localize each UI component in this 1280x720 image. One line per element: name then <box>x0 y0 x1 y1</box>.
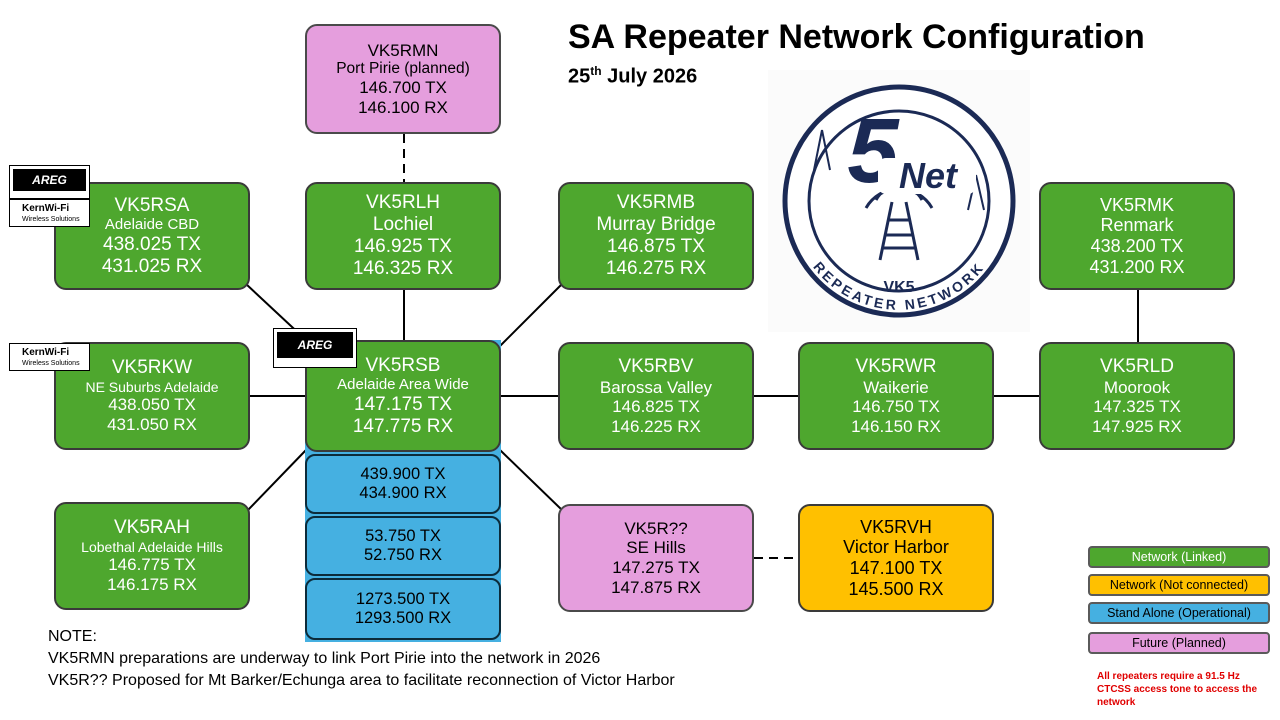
location: Port Pirie (planned) <box>336 60 470 78</box>
ctcss-note: All repeaters require a 91.5 Hz CTCSS ac… <box>1097 671 1258 708</box>
notes-line: VK5R?? Proposed for Mt Barker/Echunga ar… <box>48 672 675 689</box>
location: Waikerie <box>863 377 929 397</box>
rx-frequency: 147.925 RX <box>1092 416 1182 436</box>
tx-frequency: 147.100 TX <box>849 558 943 578</box>
repeater-vk5rmb: VK5RMB Murray Bridge 146.875 TX 146.275 … <box>558 182 754 290</box>
rx-frequency: 145.500 RX <box>848 578 944 599</box>
tx-frequency: 146.925 TX <box>354 236 452 257</box>
callsign: VK5RSB <box>365 354 441 376</box>
repeater-vk5rvh: VK5RVH Victor Harbor 147.100 TX 145.500 … <box>798 504 994 612</box>
legend-future: Future (Planned) <box>1088 632 1270 654</box>
logo-net-text: Net <box>899 155 959 196</box>
callsign: VK5RWR <box>855 355 937 377</box>
tx-frequency: 147.175 TX <box>354 393 452 415</box>
location: Adelaide Area Wide <box>337 376 469 394</box>
standalone-repeater: 439.900 TX 434.900 RX <box>305 454 501 514</box>
areg-logo: AREG <box>273 328 357 368</box>
notes-heading: NOTE: <box>48 628 97 645</box>
tx-frequency: 146.750 TX <box>852 397 940 417</box>
callsign: VK5R?? <box>624 518 688 538</box>
legend-standalone: Stand Alone (Operational) <box>1088 602 1270 624</box>
location: Murray Bridge <box>596 214 716 236</box>
tx-frequency: 439.900 TX <box>360 465 446 484</box>
location: SE Hills <box>626 538 686 558</box>
rx-frequency: 147.875 RX <box>611 577 701 597</box>
tx-frequency: 146.775 TX <box>108 555 196 575</box>
rx-frequency: 146.325 RX <box>352 257 454 279</box>
rx-frequency: 146.225 RX <box>611 416 701 436</box>
callsign: VK5RMN <box>367 40 439 60</box>
callsign: VK5RAH <box>113 517 191 539</box>
rx-frequency: 146.150 RX <box>851 416 941 436</box>
standalone-repeater: 53.750 TX 52.750 RX <box>305 516 501 576</box>
callsign: VK5RBV <box>618 355 694 377</box>
callsign: VK5RMB <box>616 192 696 214</box>
rx-frequency: 146.275 RX <box>605 257 707 279</box>
page-title: SA Repeater Network Configuration <box>568 18 1145 56</box>
location: Victor Harbor <box>843 537 949 558</box>
repeater-vk5rwr: VK5RWR Waikerie 146.750 TX 146.150 RX <box>798 342 994 450</box>
callsign: VK5RSA <box>114 194 190 216</box>
location: Renmark <box>1100 215 1174 236</box>
callsign: VK5RKW <box>111 357 193 379</box>
rx-frequency: 52.750 RX <box>364 546 442 564</box>
tx-frequency: 438.200 TX <box>1090 236 1184 256</box>
legend-linked: Network (Linked) <box>1088 546 1270 568</box>
logo-vk5-text: VK5 <box>883 279 914 296</box>
location: Lobethal Adelaide Hills <box>81 539 223 556</box>
vk5-repeater-network-logo: 5 Net VK5 REPEATER NETWORK <box>768 70 1030 332</box>
link-rsb-rqq <box>499 449 563 511</box>
callsign: VK5RMK <box>1099 194 1175 215</box>
repeater-vk5rmn: VK5RMN Port Pirie (planned) 146.700 TX 1… <box>305 24 501 134</box>
tx-frequency: 147.275 TX <box>612 558 700 577</box>
repeater-vk5rlh: VK5RLH Lochiel 146.925 TX 146.325 RX <box>305 182 501 290</box>
tx-frequency: 53.750 TX <box>365 527 441 546</box>
rx-frequency: 431.200 RX <box>1089 256 1185 277</box>
callsign: VK5RLH <box>366 192 440 214</box>
areg-logo: AREG <box>9 165 90 199</box>
tx-frequency: 146.700 TX <box>359 78 447 98</box>
tx-frequency: 438.050 TX <box>108 395 196 415</box>
legend-not-connected: Network (Not connected) <box>1088 574 1270 596</box>
location: Barossa Valley <box>599 377 713 397</box>
repeater-vk5rbv: VK5RBV Barossa Valley 146.825 TX 146.225… <box>558 342 754 450</box>
repeater-vk5r-proposed: VK5R?? SE Hills 147.275 TX 147.875 RX <box>558 504 754 612</box>
link-rah-rsb <box>247 449 307 511</box>
rx-frequency: 434.900 RX <box>359 484 447 502</box>
location: NE Suburbs Adelaide <box>85 379 219 396</box>
standalone-repeater: 1273.500 TX 1293.500 RX <box>305 578 501 640</box>
tx-frequency: 438.025 TX <box>103 233 201 255</box>
link-rmb-rsb <box>499 283 563 347</box>
location: Lochiel <box>372 214 434 236</box>
repeater-vk5rld: VK5RLD Moorook 147.325 TX 147.925 RX <box>1039 342 1235 450</box>
notes-line: VK5RMN preparations are underway to link… <box>48 650 601 667</box>
repeater-vk5rah: VK5RAH Lobethal Adelaide Hills 146.775 T… <box>54 502 250 610</box>
repeater-vk5rmk: VK5RMK Renmark 438.200 TX 431.200 RX <box>1039 182 1235 290</box>
rx-frequency: 146.100 RX <box>358 97 448 117</box>
notes: NOTE: VK5RMN preparations are underway t… <box>48 626 675 692</box>
rx-frequency: 1293.500 RX <box>354 609 452 627</box>
rx-frequency: 147.775 RX <box>352 415 454 437</box>
tx-frequency: 146.825 TX <box>612 397 700 417</box>
location: Moorook <box>1103 377 1171 397</box>
tx-frequency: 147.325 TX <box>1093 397 1181 417</box>
rx-frequency: 431.050 RX <box>107 414 197 434</box>
callsign: VK5RLD <box>1100 355 1174 377</box>
callsign: VK5RVH <box>860 516 932 537</box>
page-date: 25th July 2026 <box>568 64 698 88</box>
rx-frequency: 431.025 RX <box>101 255 203 277</box>
tx-frequency: 146.875 TX <box>607 236 705 257</box>
rx-frequency: 146.175 RX <box>107 574 197 594</box>
tx-frequency: 1273.500 TX <box>355 590 451 609</box>
location: Adelaide CBD <box>104 216 200 234</box>
